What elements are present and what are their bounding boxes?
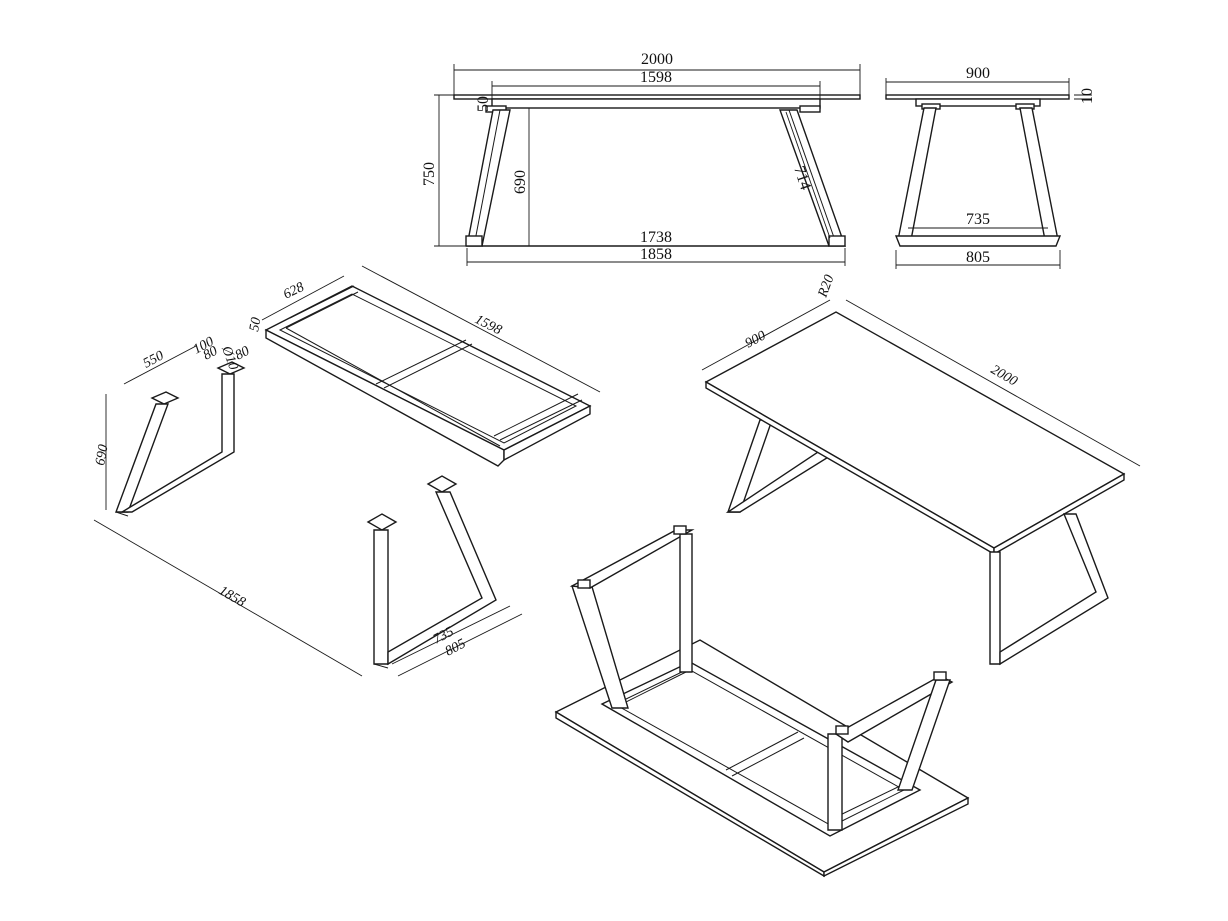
dim-top-thickness-side: 10 xyxy=(1079,88,1096,104)
dim-base-length: 1858 xyxy=(640,246,672,263)
dim-leg-length: 714 xyxy=(790,164,814,192)
iso-table-inverted xyxy=(554,525,970,878)
dim-table-length: 2000 xyxy=(988,362,1020,389)
dim-side-inner-base: 735 xyxy=(966,211,990,228)
iso-table: 900 2000 R20 xyxy=(701,273,1141,666)
dim-frame-length-iso: 1598 xyxy=(472,312,504,338)
dim-frame-length: 1598 xyxy=(640,69,672,86)
front-elevation: 2000 1598 50 750 690 714 1738 1858 xyxy=(421,51,861,266)
dim-corner-radius: R20 xyxy=(815,273,837,300)
dim-table-width: 900 xyxy=(743,328,769,351)
dim-leg-height-iso: 690 xyxy=(93,443,111,466)
dim-leg-height: 690 xyxy=(512,170,529,194)
dim-plate-a: 80 xyxy=(201,344,220,364)
dim-top-thickness: 50 xyxy=(475,96,492,112)
dim-plate-b: 80 xyxy=(233,344,252,364)
side-elevation: 900 10 735 805 xyxy=(885,65,1096,269)
dim-frame-thickness: 50 xyxy=(247,316,264,332)
iso-legs: 550 100 80 Ø10 80 690 1858 735 805 xyxy=(93,334,523,677)
dim-base-width: 805 xyxy=(966,249,990,266)
dim-frame-width: 628 xyxy=(281,280,306,303)
dim-leg-top-span: 550 xyxy=(141,348,167,371)
dim-top-length: 2000 xyxy=(641,51,673,68)
iso-frame: 628 50 1598 xyxy=(247,265,601,467)
dim-overall-height: 750 xyxy=(421,162,438,186)
dim-inner-base: 1738 xyxy=(640,229,672,246)
dim-top-width: 900 xyxy=(966,65,990,82)
